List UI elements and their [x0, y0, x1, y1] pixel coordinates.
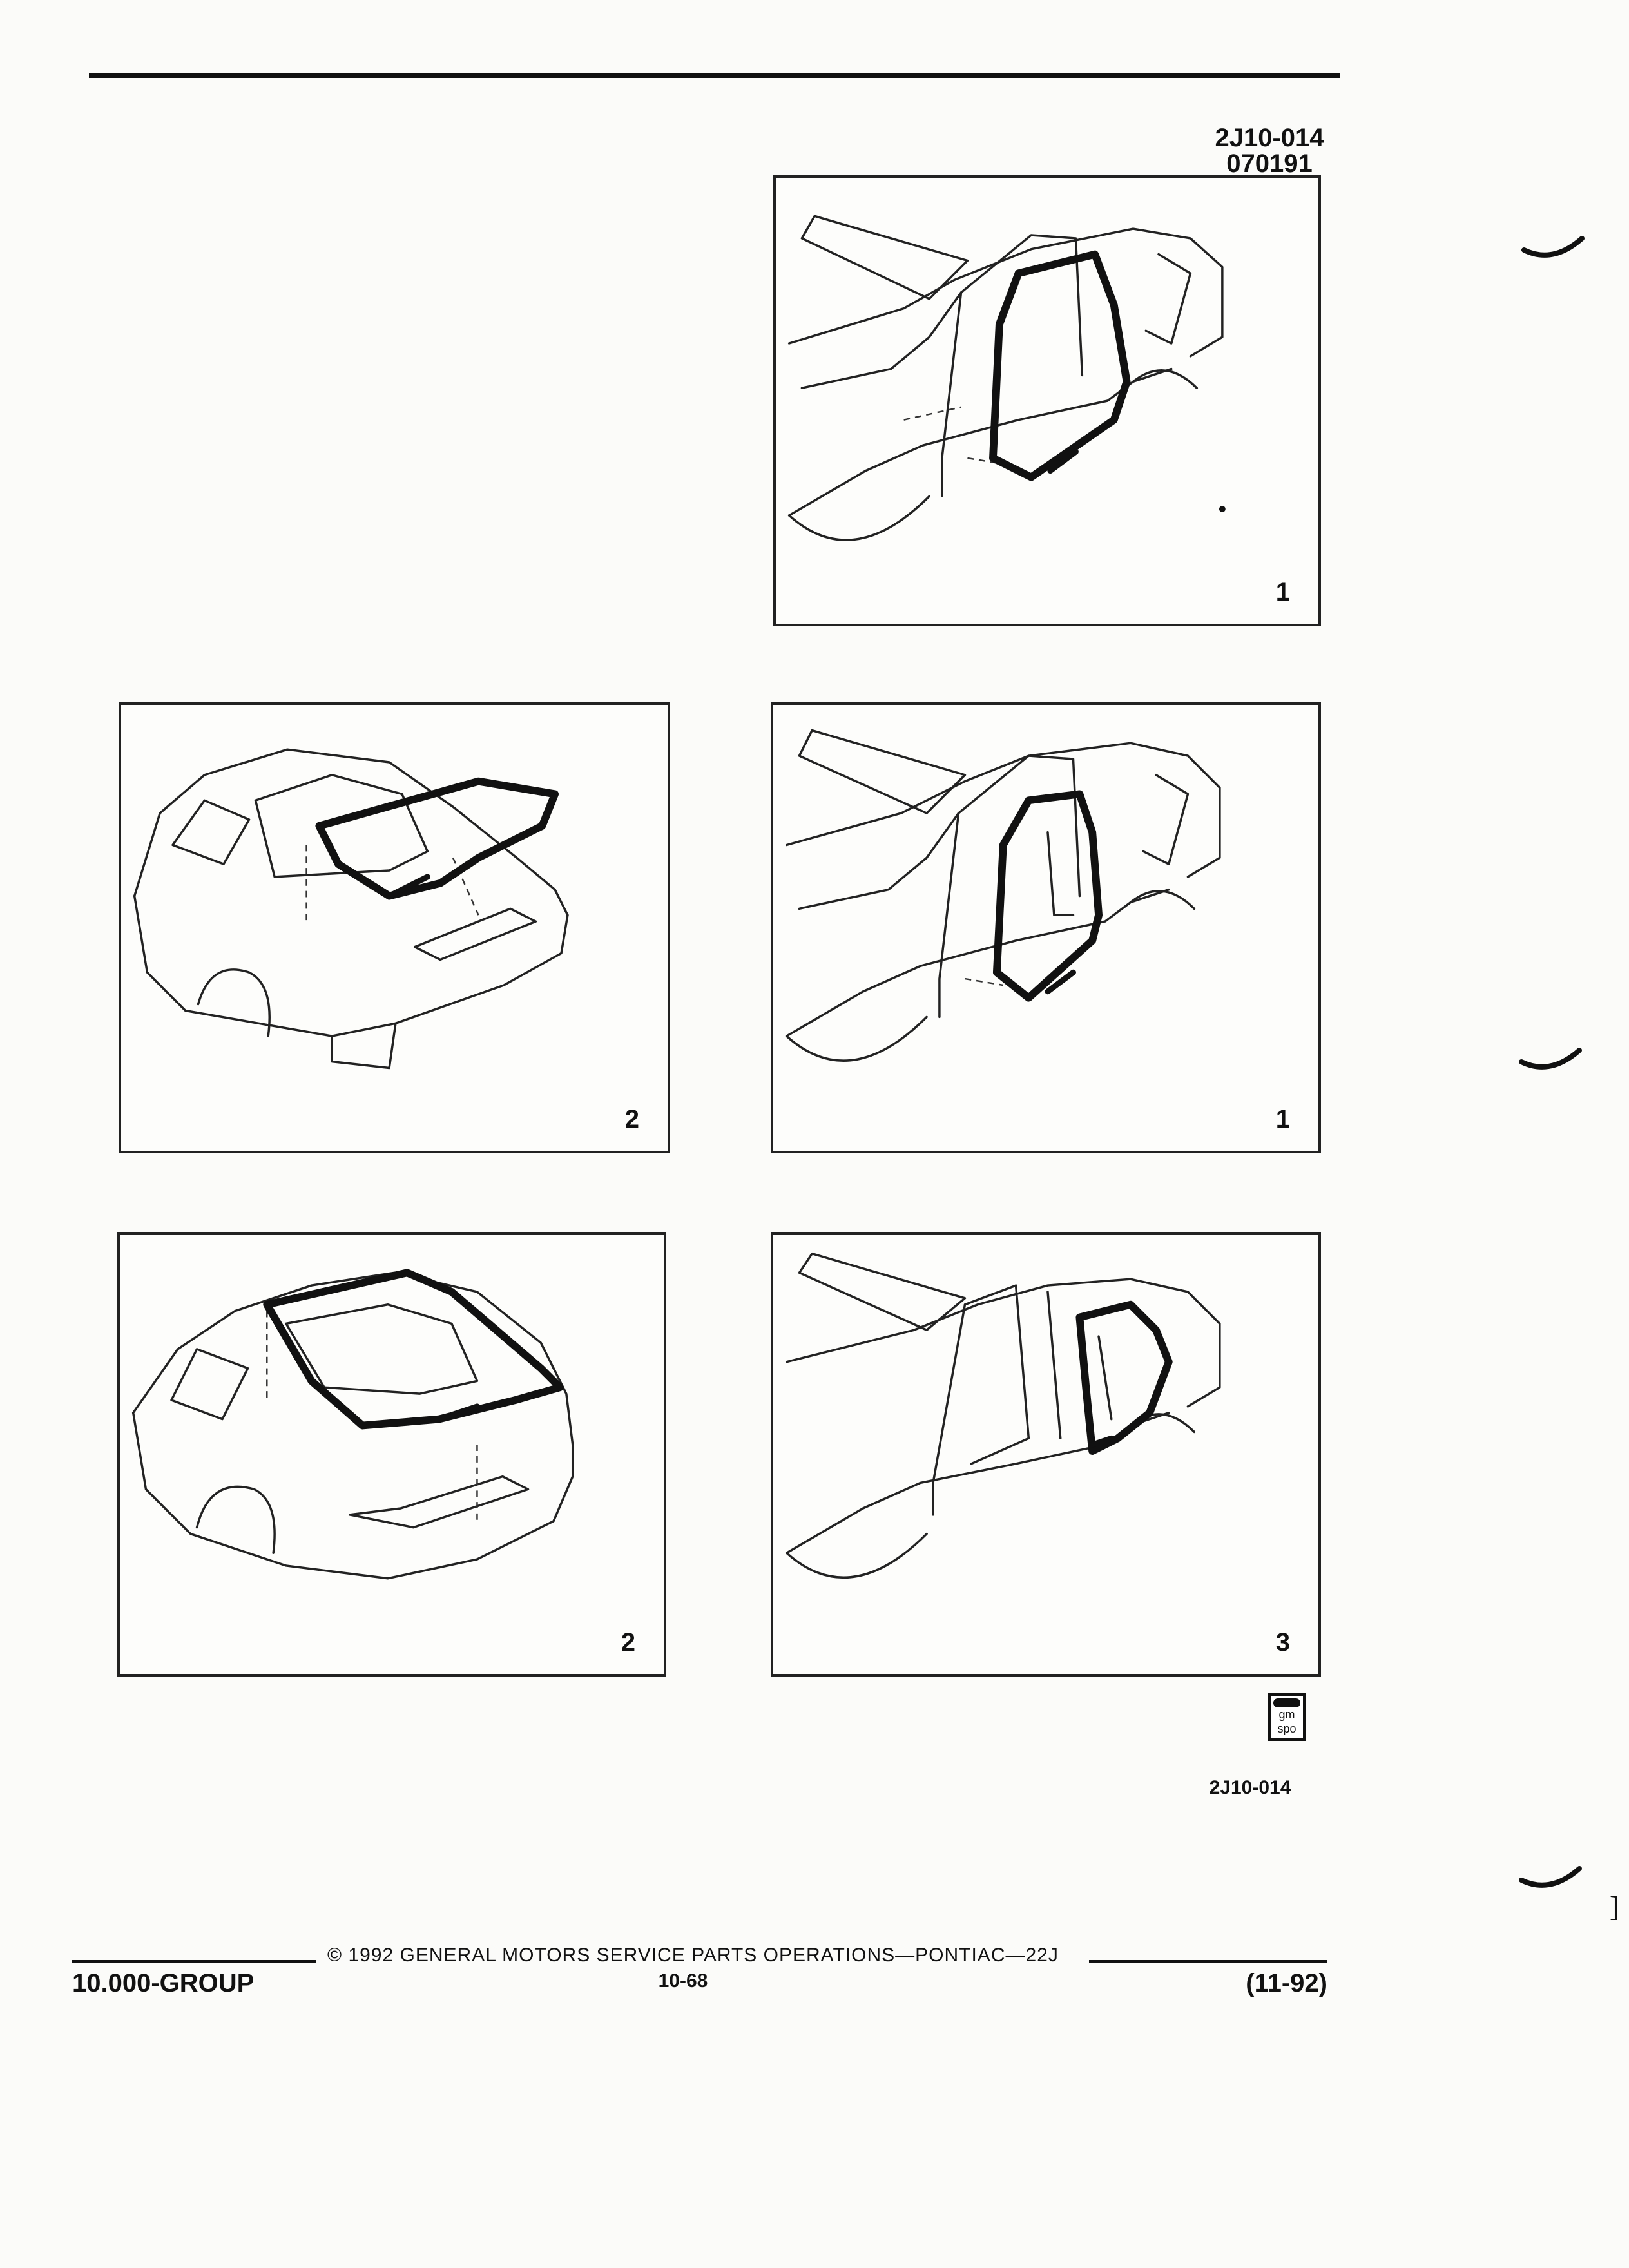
callout-number: 1 — [1275, 1105, 1290, 1133]
panel-liftgate-seal: 2 — [117, 1232, 666, 1677]
callout-number: 2 — [621, 1628, 635, 1657]
footer-group: 10.000-GROUP — [72, 1969, 255, 1997]
header-code: 2J10-014 — [1215, 124, 1324, 152]
panel-door-seal-rear: 3 — [771, 1232, 1321, 1677]
rear-compartment-lid-illustration — [133, 748, 569, 1070]
hatchback-liftgate-illustration — [131, 1269, 574, 1580]
top-rule — [89, 73, 1340, 78]
panel-rear-compartment-seal: 2 — [119, 702, 670, 1153]
car-door-opening-illustration — [785, 729, 1221, 1062]
footer-rule-right — [1089, 1960, 1327, 1963]
figure-code: 2J10-014 — [1209, 1777, 1291, 1798]
footer-revision: (11-92) — [1246, 1969, 1327, 1997]
callout-number: 3 — [1275, 1628, 1290, 1657]
margin-mark-bottom — [1519, 1866, 1582, 1888]
car-door-opening-illustration — [787, 215, 1226, 541]
footer-rule-left — [72, 1960, 316, 1963]
callout-number: 2 — [624, 1105, 639, 1133]
logo-text-bottom: spo — [1277, 1722, 1296, 1735]
panel-door-seal-front-upper: 1 — [773, 175, 1321, 626]
footer-copyright: © 1992 GENERAL MOTORS SERVICE PARTS OPER… — [327, 1945, 1059, 1966]
margin-mark-middle — [1519, 1048, 1582, 1070]
callout-number: 1 — [1275, 578, 1290, 606]
footer-page-number: 10-68 — [658, 1970, 708, 1992]
gm-spo-logo: gm spo — [1268, 1693, 1306, 1741]
logo-text-top: gm — [1278, 1708, 1295, 1721]
margin-mark-top — [1521, 236, 1585, 258]
car-rear-door-opening-illustration — [785, 1252, 1221, 1579]
margin-bracket: ] — [1610, 1891, 1619, 1923]
header-date: 070191 — [1226, 149, 1313, 178]
panel-door-seal-front-lower: 1 — [771, 702, 1321, 1153]
